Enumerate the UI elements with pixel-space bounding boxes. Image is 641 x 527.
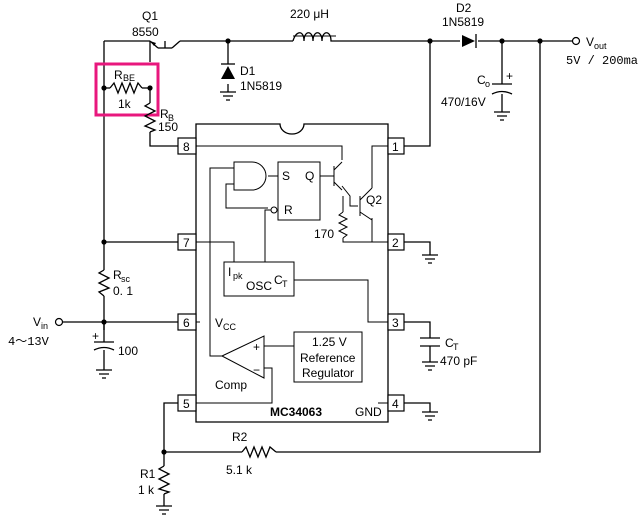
driver-transistor xyxy=(333,161,343,191)
pin-7-label: 7 xyxy=(183,236,190,250)
ic-body: MC34063 xyxy=(195,123,389,423)
ff-s-label: S xyxy=(282,169,290,183)
d2-diode: D2 1N5819 xyxy=(442,1,484,48)
rbe-sub: BE xyxy=(123,73,135,83)
junction-dots xyxy=(101,38,543,455)
osc-block: I pk OSC C T xyxy=(223,261,295,297)
co-capacitor: + C o 470/16V xyxy=(441,69,513,109)
cin-capacitor: + 100 xyxy=(92,329,138,358)
r1-value: 1 k xyxy=(138,483,155,497)
ground-cin xyxy=(96,369,112,379)
ct-label: C xyxy=(274,273,283,287)
r2-ref: R2 xyxy=(232,430,248,444)
rbe-resistor: R BE 1k xyxy=(109,68,143,111)
ground-pin4 xyxy=(422,411,438,421)
ipk-sub: pk xyxy=(233,271,243,281)
pin-5-label: 5 xyxy=(183,397,190,411)
rb-resistor: R B 150 xyxy=(143,102,178,134)
wires xyxy=(63,40,572,506)
inductor-value: 220 μH xyxy=(290,7,329,21)
r170-value: 170 xyxy=(314,227,334,241)
rbe-highlight-box xyxy=(94,62,160,117)
d2-ref: D2 xyxy=(456,1,472,15)
vin-sub: in xyxy=(41,321,48,331)
ct-sub: T xyxy=(282,279,288,289)
rb-sub: B xyxy=(168,113,174,123)
ct-cap-sub: T xyxy=(453,342,459,352)
ref-line1: 1.25 V xyxy=(312,335,347,349)
sr-flipflop: S Q R xyxy=(270,161,321,221)
r1-resistor: R1 1 k xyxy=(138,465,171,497)
rsc-ref: R xyxy=(113,268,122,282)
rb-ref: R xyxy=(160,107,169,121)
ct-value: 470 pF xyxy=(440,354,477,368)
d1-part: 1N5819 xyxy=(240,79,282,93)
ground-d1 xyxy=(220,91,236,101)
r2-value: 5.1 k xyxy=(226,463,253,477)
ground-ct xyxy=(422,361,438,371)
ground-r1 xyxy=(156,505,172,515)
co-value: 470/16V xyxy=(441,95,486,109)
ff-r-label: R xyxy=(284,203,293,217)
ground-pin2 xyxy=(422,254,438,264)
rbe-ref: R xyxy=(114,68,123,82)
inductor: 220 μH xyxy=(290,7,336,42)
comp-minus-label: − xyxy=(253,363,260,377)
ct-ref: C xyxy=(445,336,454,350)
q1-part: 8550 xyxy=(132,25,159,39)
q2-transistor: Q2 xyxy=(359,168,382,221)
ref-line3: Regulator xyxy=(302,366,354,380)
comparator: + − Comp xyxy=(215,335,265,392)
pin-3-label: 3 xyxy=(392,316,399,330)
rbe-value: 1k xyxy=(118,97,132,111)
vout-terminal: V out 5V / 200ma xyxy=(566,35,638,68)
q1-transistor: Q1 8550 xyxy=(132,9,181,49)
ic-name: MC34063 xyxy=(270,405,322,419)
pin-6-label: 6 xyxy=(183,316,190,330)
rsc-value: 0. 1 xyxy=(113,284,133,298)
cin-value: 100 xyxy=(118,344,138,358)
ff-q-label: Q xyxy=(305,169,314,183)
ipk-label: I xyxy=(228,265,231,279)
ground-co xyxy=(494,111,510,121)
reference-regulator: 1.25 V Reference Regulator xyxy=(293,331,363,383)
vin-label: V xyxy=(33,315,41,329)
rb-value: 150 xyxy=(158,120,178,134)
pin-4-label: 4 xyxy=(392,397,399,411)
co-sub: o xyxy=(485,79,490,89)
q1-ref: Q1 xyxy=(142,9,158,23)
r170-resistor: 170 xyxy=(314,211,349,241)
ct-capacitor: C T 470 pF xyxy=(420,336,477,368)
co-plus: + xyxy=(506,69,513,83)
r1-ref: R1 xyxy=(140,467,156,481)
co-ref: C xyxy=(477,73,486,87)
d1-ref: D1 xyxy=(240,64,256,78)
rsc-sub: sc xyxy=(121,274,131,284)
d2-part: 1N5819 xyxy=(442,15,484,29)
vout-spec: 5V / 200ma xyxy=(566,54,638,68)
vcc-label: V xyxy=(215,316,223,330)
and-gate xyxy=(233,161,267,191)
gnd-label: GND xyxy=(355,405,382,419)
comp-label: Comp xyxy=(215,378,247,392)
pin-8-label: 8 xyxy=(183,140,190,154)
comp-plus-label: + xyxy=(253,340,260,354)
pin-2-label: 2 xyxy=(392,236,399,250)
pin-1-label: 1 xyxy=(392,140,399,154)
vcc-sub: CC xyxy=(223,322,236,332)
vout-sub: out xyxy=(594,41,607,51)
r2-resistor: R2 5.1 k xyxy=(226,430,277,477)
q2-ref: Q2 xyxy=(366,193,382,207)
ic-internal-wiring xyxy=(196,145,388,404)
vin-terminal: V in 4～13V xyxy=(8,315,64,349)
osc-label: OSC xyxy=(246,279,272,293)
d1-diode: D1 1N5819 xyxy=(221,63,282,93)
ref-line2: Reference xyxy=(300,351,356,365)
rsc-resistor: R sc 0. 1 xyxy=(97,268,133,298)
vout-label: V xyxy=(586,35,594,49)
vin-range: 4～13V xyxy=(8,335,50,349)
cin-plus: + xyxy=(92,329,99,343)
